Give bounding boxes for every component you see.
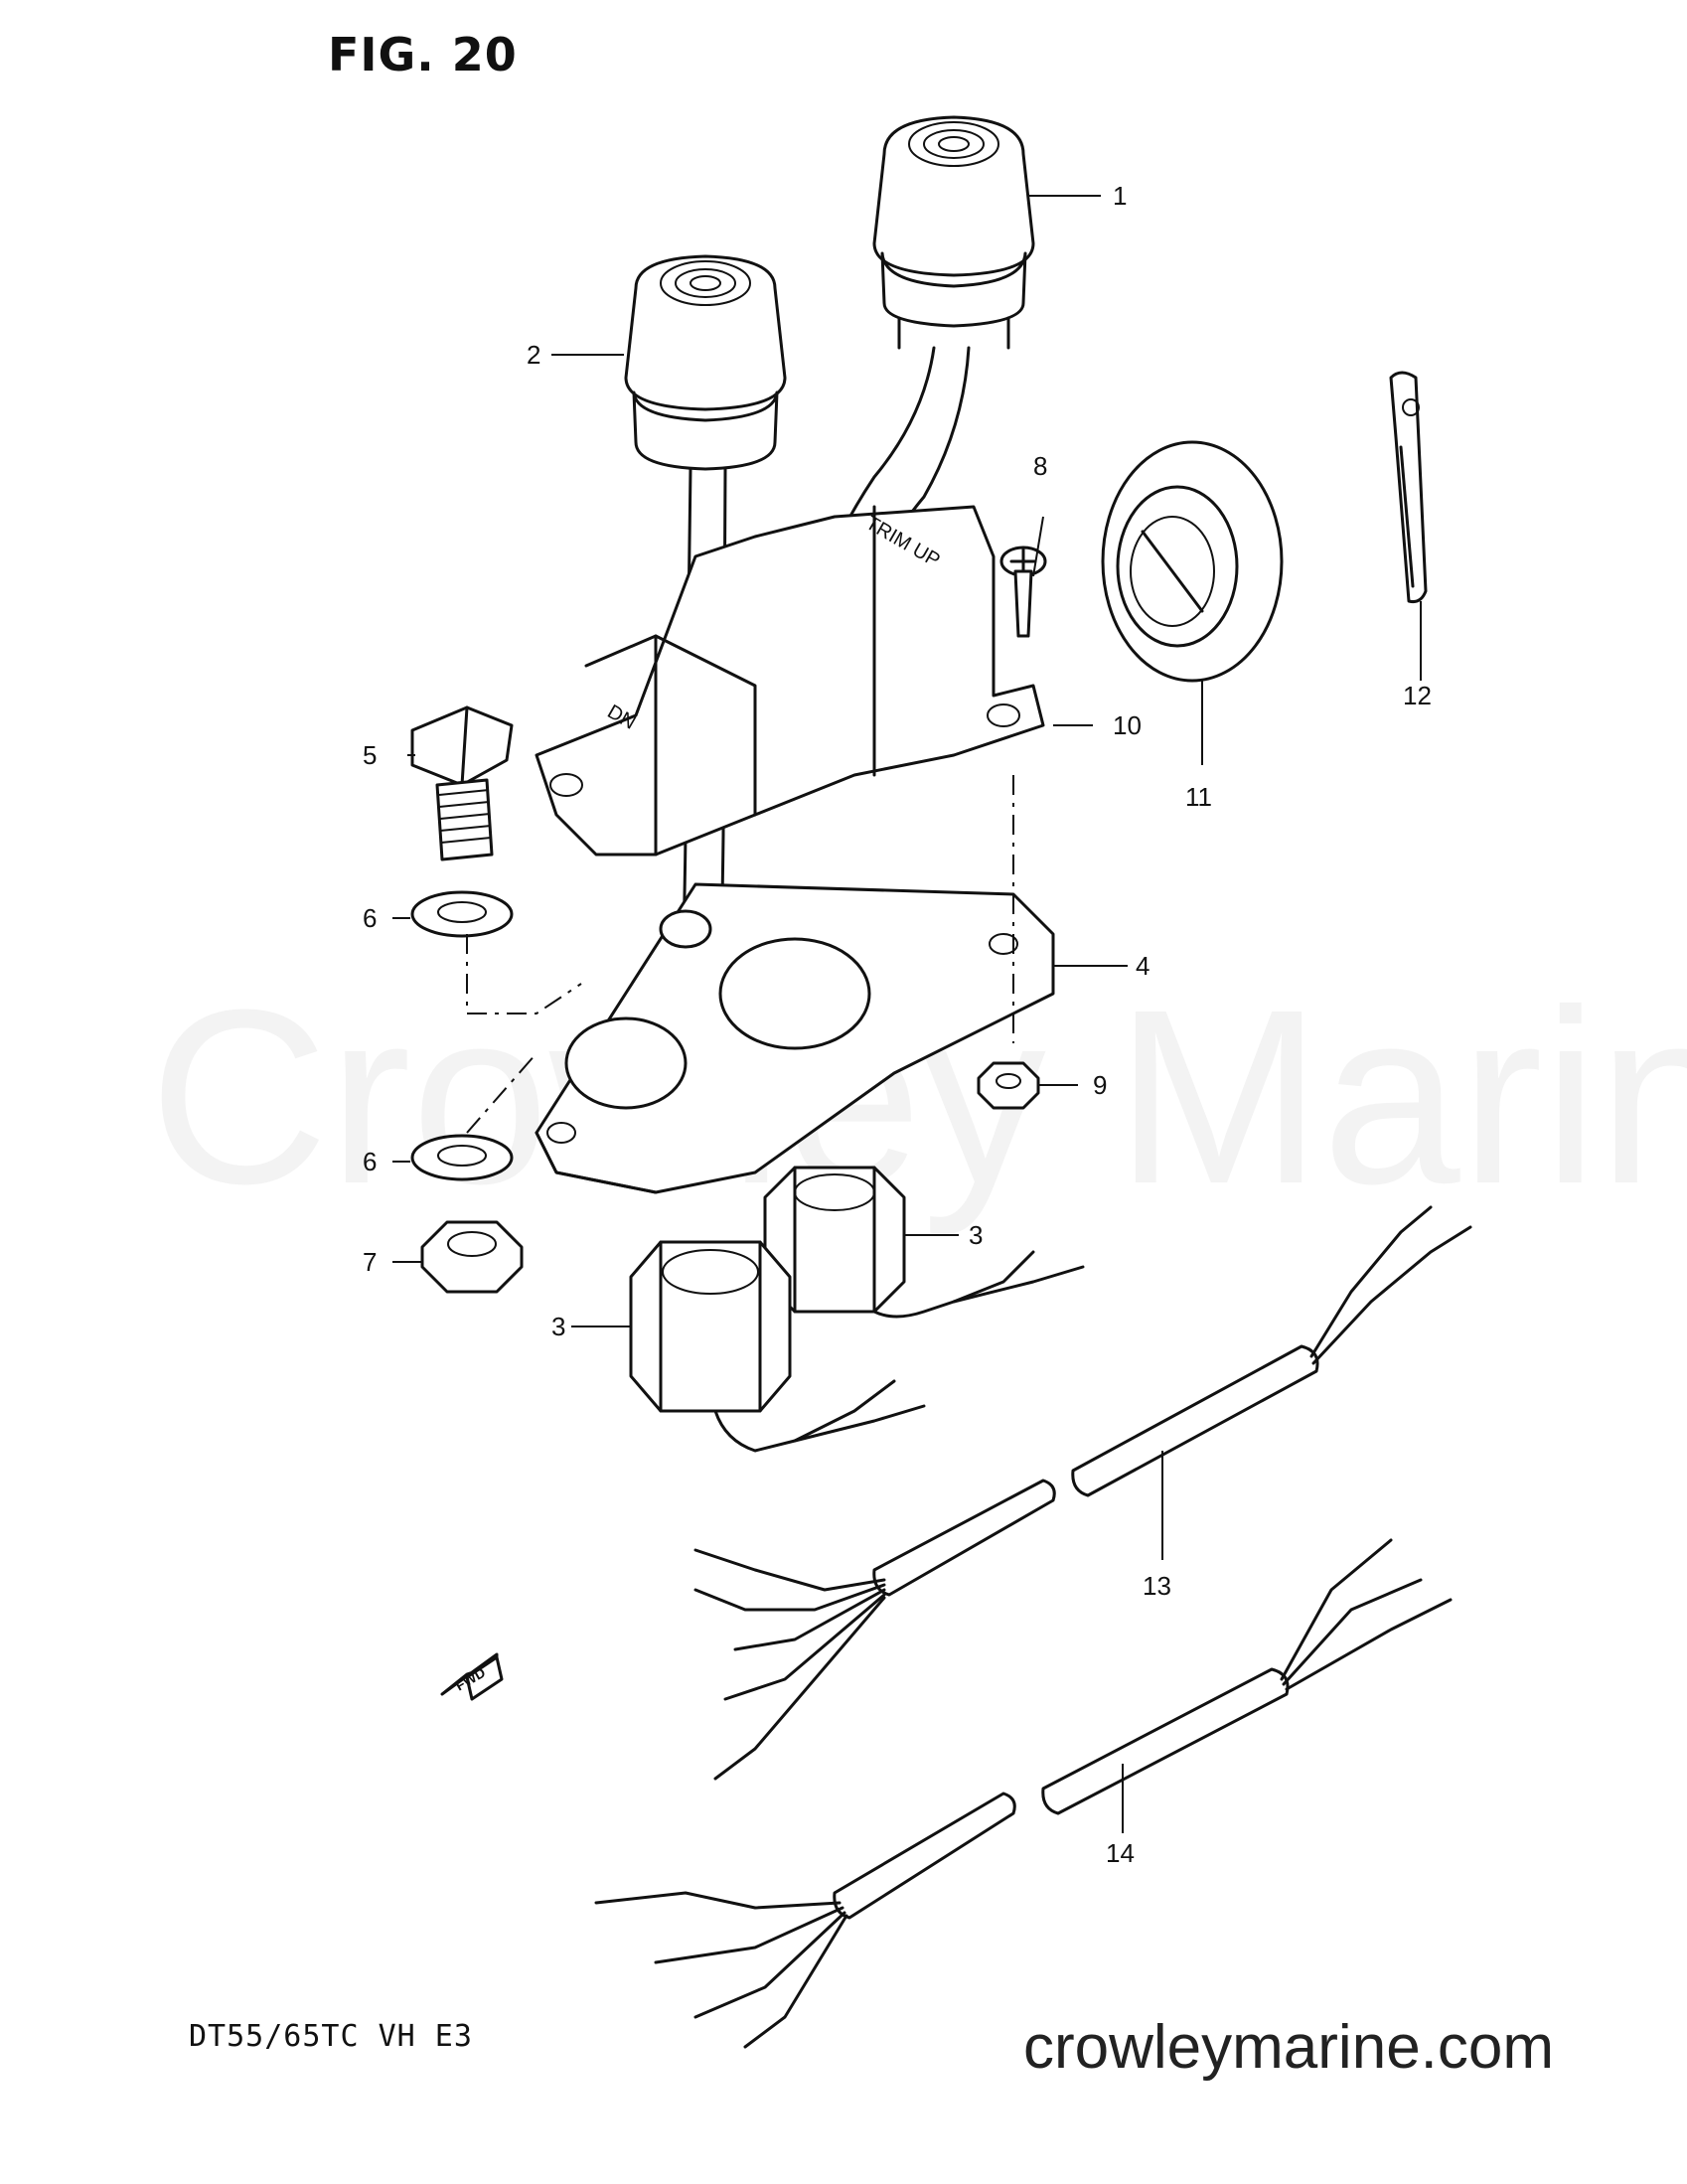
callout-4: 4 [1136, 951, 1150, 981]
callout-14: 14 [1106, 1838, 1135, 1868]
hex-nut-3-left [629, 1240, 792, 1413]
callout-8: 8 [1033, 451, 1047, 481]
callout-5: 5 [363, 740, 377, 770]
wire-harness-14 [594, 1538, 1453, 2049]
callout-6-upper: 6 [363, 903, 377, 933]
lamp-lead-wires [713, 1250, 1085, 1453]
callout-labels: 1 2 3 3 4 5 6 6 7 8 9 10 11 12 13 14 [363, 181, 1432, 1868]
nut-7 [420, 1220, 524, 1294]
fwd-arrow-icon: FWD [440, 1652, 504, 1701]
callout-6-lower: 6 [363, 1147, 377, 1176]
callout-2: 2 [527, 340, 540, 370]
bolt-5 [410, 705, 514, 861]
website-url[interactable]: crowleymarine.com [1023, 2013, 1555, 2082]
switch-bracket-10: TRIM UP DN [535, 505, 1045, 857]
washer-6-lower [410, 1134, 514, 1181]
clip-band-12 [1389, 371, 1428, 603]
callout-3-right: 3 [969, 1220, 983, 1250]
screw-8 [999, 546, 1047, 638]
callout-12: 12 [1403, 681, 1432, 710]
nut-9 [977, 1061, 1040, 1110]
model-code: DT55/65TC VH E3 [189, 2019, 473, 2054]
wire-harness-13 [693, 1205, 1472, 1781]
callout-3-left: 3 [551, 1312, 565, 1341]
callout-1: 1 [1113, 181, 1127, 211]
callout-11: 11 [1185, 782, 1212, 812]
callout-7: 7 [363, 1247, 377, 1277]
mounting-plate-4 [535, 882, 1055, 1194]
leader-lines [392, 195, 1422, 1833]
washer-6-upper [410, 890, 514, 938]
callout-10: 10 [1113, 710, 1142, 740]
hex-nut-3-right [763, 1166, 906, 1314]
callout-9: 9 [1093, 1070, 1107, 1100]
callout-13: 13 [1143, 1571, 1171, 1601]
grommet-11 [1101, 440, 1284, 683]
figure-title: FIG. 20 [328, 28, 518, 81]
